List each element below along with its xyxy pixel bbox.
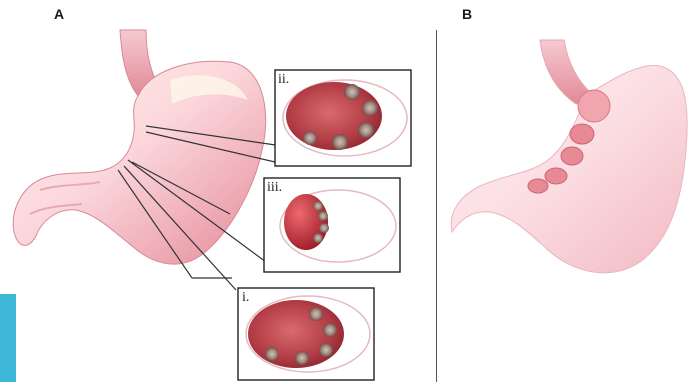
- panel-label-a: A: [54, 6, 64, 22]
- band-iii: [313, 233, 323, 243]
- band-ii: [344, 84, 360, 100]
- stomach-a: [13, 30, 265, 264]
- varix-b: [545, 168, 567, 184]
- band-i: [319, 343, 333, 357]
- band-i: [309, 307, 323, 321]
- inset-iii: [264, 178, 400, 272]
- band-ii: [358, 122, 374, 138]
- band-ii: [332, 134, 348, 150]
- band-iii: [319, 223, 329, 233]
- band-i: [265, 347, 279, 361]
- stomach-b: [451, 40, 687, 273]
- inset-label-i: i.: [241, 291, 250, 305]
- varix-b: [528, 179, 548, 193]
- band-iii: [318, 211, 328, 221]
- inset-ii: [275, 70, 411, 166]
- inset-i: [238, 288, 374, 380]
- band-ii: [303, 131, 317, 145]
- inset-label-ii: ii.: [277, 73, 290, 87]
- band-iii: [313, 201, 323, 211]
- inset-label-iii: iii.: [266, 181, 283, 195]
- band-ii: [362, 100, 378, 116]
- band-i: [323, 323, 337, 337]
- varix-b: [570, 124, 594, 144]
- band-i: [295, 351, 309, 365]
- panel-divider: [436, 30, 437, 382]
- varix-b: [561, 147, 583, 165]
- varix-b: [578, 90, 610, 122]
- accent-tab: [0, 294, 16, 382]
- panel-label-b: B: [462, 6, 472, 22]
